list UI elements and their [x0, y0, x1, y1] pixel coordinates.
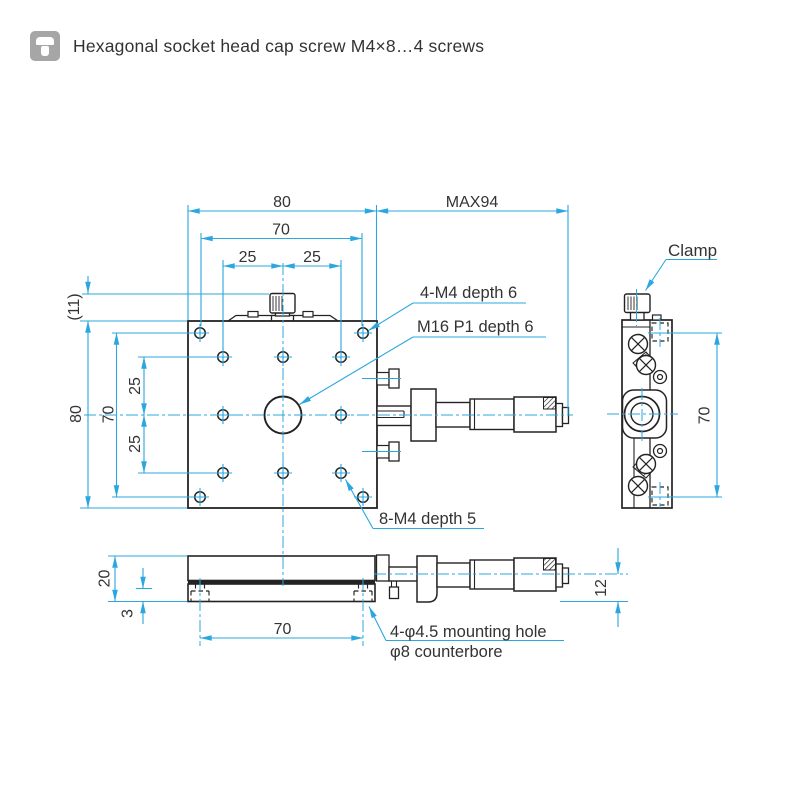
- dim-pitch-h1: 25: [239, 249, 257, 266]
- dim-stage-height: 20: [97, 570, 114, 588]
- leader-mounting-hole: [368, 606, 564, 642]
- subplate-tab: [247, 310, 259, 318]
- screw-icon-head: [36, 37, 54, 45]
- micrometer-barrel: [469, 398, 515, 431]
- header: Hexagonal socket head cap screw M4×8…4 s…: [30, 31, 484, 61]
- dim-pitch-v2: 25: [127, 435, 144, 453]
- subplate-tab: [302, 310, 314, 318]
- leader-center-tap: [299, 336, 546, 405]
- side-clamp-stem: [629, 311, 645, 321]
- dim-axis-height: 12: [593, 579, 610, 597]
- side-tab: [651, 314, 662, 321]
- label-mounting-hole: 4-φ4.5 mounting hole: [390, 623, 547, 641]
- leader-grid-tap: [345, 479, 484, 530]
- dimensions: [80, 205, 722, 641]
- dim-plate-height: 80: [68, 405, 85, 423]
- dim-max-travel: MAX94: [446, 194, 499, 211]
- dim-hole-span-h: 70: [272, 222, 290, 239]
- washer-screws: [652, 369, 668, 459]
- screw-icon: [30, 31, 60, 61]
- leader-corner-tap: [368, 302, 526, 331]
- dim-knob-height: (11): [66, 293, 83, 320]
- side-view: [621, 293, 673, 509]
- label-texts: 4-M4 depth 6 M16 P1 depth 6 8-M4 depth 5…: [379, 241, 717, 661]
- screw-icon-shank: [41, 46, 49, 56]
- dim-pitch-v1: 25: [127, 377, 144, 395]
- dim-side-hole-span: 70: [697, 407, 714, 425]
- phillips-screws: [627, 333, 657, 497]
- dim-plate-width: 80: [273, 194, 291, 211]
- hidden-mounting-holes: [190, 584, 373, 602]
- label-counterbore: φ8 counterbore: [390, 643, 503, 661]
- elevation-table: [187, 555, 376, 582]
- dim-hole-span-v: 70: [101, 406, 118, 424]
- dim-bottom-hole-span: 70: [274, 621, 292, 638]
- label-clamp: Clamp: [668, 241, 717, 260]
- dim-pitch-h2: 25: [303, 249, 321, 266]
- bottom-view: [187, 554, 570, 603]
- header-note: Hexagonal socket head cap screw M4×8…4 s…: [73, 35, 485, 56]
- dimension-texts: 80 MAX94 70 25 25 (11) 80 70 25 25 70 20…: [66, 194, 714, 638]
- label-grid-tap: 8-M4 depth 5: [379, 510, 476, 528]
- dim-base-thickness: 3: [120, 609, 137, 618]
- micrometer-bottom: [388, 555, 570, 603]
- elevation-interface: [188, 580, 375, 584]
- label-center-tap: M16 P1 depth 6: [417, 318, 534, 336]
- leader-clamp: [645, 258, 717, 291]
- label-corner-tap: 4-M4 depth 6: [420, 284, 517, 302]
- center-lines: [84, 263, 678, 646]
- clamp-knob: [269, 292, 296, 314]
- leader-lines: [299, 258, 717, 642]
- elevation-base: [187, 583, 376, 603]
- thimble-knurl: [543, 397, 556, 410]
- side-clamp-knob: [623, 293, 651, 314]
- elevation-bracket: [375, 554, 390, 582]
